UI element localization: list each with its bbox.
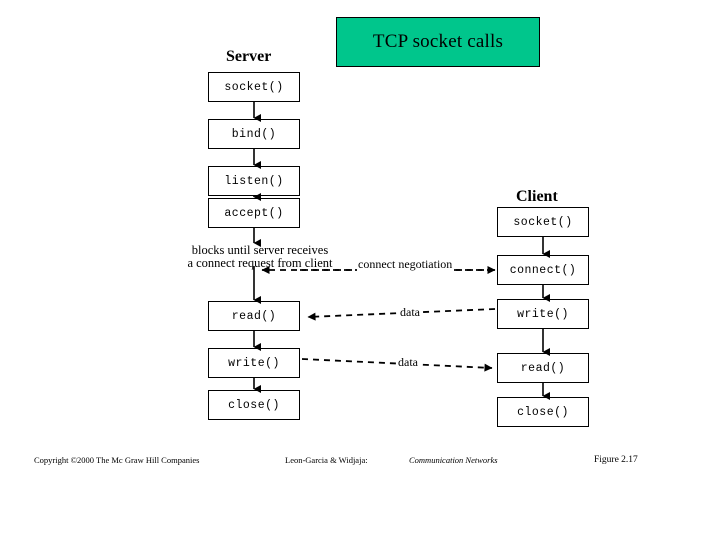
client-call-write[interactable]: write(): [497, 299, 589, 329]
server-call-close[interactable]: close(): [208, 390, 300, 420]
client-call-close[interactable]: close(): [497, 397, 589, 427]
client-call-read[interactable]: read(): [497, 353, 589, 383]
server-call-write[interactable]: write(): [208, 348, 300, 378]
diagram-title-banner: TCP socket calls: [336, 17, 540, 67]
data-label-downstream: data: [399, 305, 421, 320]
blocks-note-line2: a connect request from client: [187, 256, 333, 270]
server-call-read[interactable]: read(): [208, 301, 300, 331]
data-label-upstream: data: [397, 355, 419, 370]
blocks-note-line1: blocks until server receives: [191, 243, 329, 257]
server-call-socket[interactable]: socket(): [208, 72, 300, 102]
server-column-heading: Server: [226, 48, 272, 65]
footer-book-title: Communication Networks: [409, 455, 498, 465]
client-column-heading: Client: [516, 188, 558, 205]
server-call-accept[interactable]: accept(): [208, 198, 300, 228]
connect-negotiation-label: connect negotiation: [357, 257, 454, 272]
footer-attribution: Leon-Garcia & Widjaja:: [285, 455, 368, 465]
server-call-listen[interactable]: listen(): [208, 166, 300, 196]
footer-copyright: Copyright ©2000 The Mc Graw Hill Compani…: [34, 455, 200, 465]
client-call-socket[interactable]: socket(): [497, 207, 589, 237]
footer-figure-number: Figure 2.17: [594, 455, 638, 465]
server-call-bind[interactable]: bind(): [208, 119, 300, 149]
client-call-connect[interactable]: connect(): [497, 255, 589, 285]
